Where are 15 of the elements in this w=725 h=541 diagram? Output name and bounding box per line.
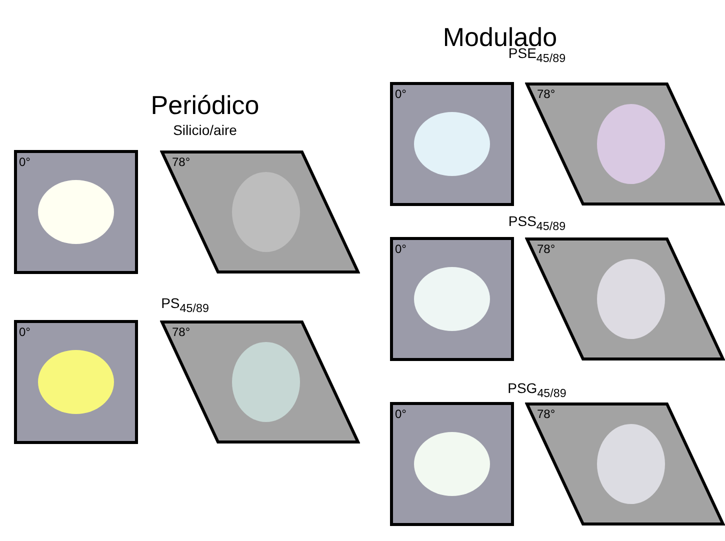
angle-label: 78°	[172, 155, 190, 169]
angle-label: 0°	[395, 407, 406, 421]
sample-label: PSS$_{45/89}$	[508, 213, 566, 233]
angle-label: 0°	[395, 242, 406, 256]
angle-label: 78°	[537, 87, 556, 101]
group-heading: Periódico	[150, 90, 260, 121]
sample-label: PS$_{45/89}$	[161, 295, 209, 315]
angle-label: 0°	[19, 155, 30, 169]
angle-label: 0°	[19, 325, 30, 339]
sample-label: PSG$_{45/89}$	[508, 380, 566, 400]
angle-label: 0°	[395, 87, 406, 101]
angle-label: 78°	[537, 407, 556, 421]
angle-label: 78°	[537, 242, 556, 256]
sample-label: Silicio/aire	[173, 122, 237, 138]
angle-label: 78°	[172, 325, 190, 339]
